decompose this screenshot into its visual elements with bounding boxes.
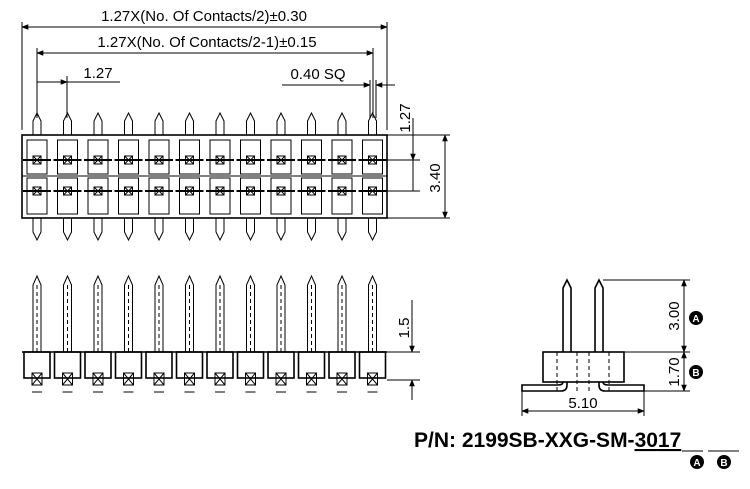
top-pin bbox=[23, 111, 51, 242]
side-lead-right bbox=[598, 381, 645, 392]
dim-pin-length-a: 3.00 A bbox=[603, 279, 703, 353]
side-lead-left bbox=[521, 381, 568, 392]
dim-side-tail: 1.5 bbox=[387, 300, 420, 400]
top-pin bbox=[328, 111, 356, 242]
front-view bbox=[22, 274, 387, 393]
side-pin-left bbox=[562, 278, 572, 352]
top-pin bbox=[206, 111, 234, 242]
top-view-pins bbox=[23, 111, 387, 242]
front-pin bbox=[175, 274, 204, 393]
dim-overall-width: 1.27X(No. Of Contacts/2)±0.30 bbox=[21, 8, 388, 130]
dim-footprint-width-text: 5.10 bbox=[568, 395, 597, 412]
top-pin bbox=[145, 111, 173, 242]
pn-marker-a-circle bbox=[690, 455, 704, 469]
dim-pitch-text: 1.27 bbox=[83, 65, 112, 82]
front-pin bbox=[114, 274, 143, 393]
dim-side-tail-text: 1.5 bbox=[396, 318, 413, 339]
top-pin bbox=[84, 111, 112, 242]
top-pin bbox=[114, 111, 143, 242]
marker-a-label: A bbox=[692, 314, 699, 325]
front-pin bbox=[206, 274, 234, 393]
pn-marker-b-label: B bbox=[720, 458, 727, 469]
dim-row-pitch: 1.27 bbox=[376, 103, 420, 192]
front-pin bbox=[236, 274, 265, 393]
marker-b-circle bbox=[689, 365, 703, 379]
pn-marker-b-circle bbox=[717, 455, 731, 469]
part-number: P/N: 2199SB-XXG-SM-3017 A B bbox=[414, 429, 739, 469]
dim-pitch: 1.27 bbox=[37, 65, 120, 118]
front-pin bbox=[358, 274, 387, 393]
front-pin bbox=[328, 274, 356, 393]
dim-row-pitch-text: 1.27 bbox=[397, 103, 414, 132]
top-pin bbox=[175, 111, 204, 242]
front-pin bbox=[53, 274, 82, 393]
front-pin bbox=[267, 274, 295, 393]
top-view bbox=[21, 111, 388, 242]
front-view-pins bbox=[23, 274, 387, 393]
dim-body-depth: 3.40 bbox=[387, 134, 450, 219]
pn-marker-a-label: A bbox=[693, 458, 700, 469]
front-pin bbox=[23, 274, 51, 393]
dim-pin-height-b: 1.70 B bbox=[644, 351, 703, 392]
dim-center-span: 1.27X(No. Of Contacts/2-1)±0.15 bbox=[36, 34, 374, 118]
front-pin bbox=[145, 274, 173, 393]
dim-pin-height-b-text: 1.70 bbox=[666, 357, 683, 386]
top-pin bbox=[236, 111, 265, 242]
dim-footprint-width: 5.10 bbox=[521, 391, 645, 416]
side-view bbox=[521, 278, 645, 393]
top-pin bbox=[267, 111, 295, 242]
marker-a-circle bbox=[689, 311, 703, 325]
dim-pin-length-a-text: 3.00 bbox=[666, 301, 683, 330]
dim-body-depth-text: 3.40 bbox=[427, 163, 444, 192]
side-body bbox=[542, 351, 625, 383]
front-pin bbox=[84, 274, 112, 393]
dim-pin-square: 0.40 SQ bbox=[282, 66, 395, 118]
top-pin bbox=[297, 111, 326, 242]
front-pin bbox=[297, 274, 326, 393]
part-number-text: P/N: 2199SB-XXG-SM-3017 bbox=[414, 429, 681, 452]
dim-overall-width-text: 1.27X(No. Of Contacts/2)±0.30 bbox=[101, 8, 307, 25]
marker-b-label: B bbox=[692, 368, 699, 379]
dim-center-span-text: 1.27X(No. Of Contacts/2-1)±0.15 bbox=[97, 34, 316, 51]
dim-pin-square-text: 0.40 SQ bbox=[290, 66, 345, 83]
side-pin-right bbox=[594, 278, 604, 352]
